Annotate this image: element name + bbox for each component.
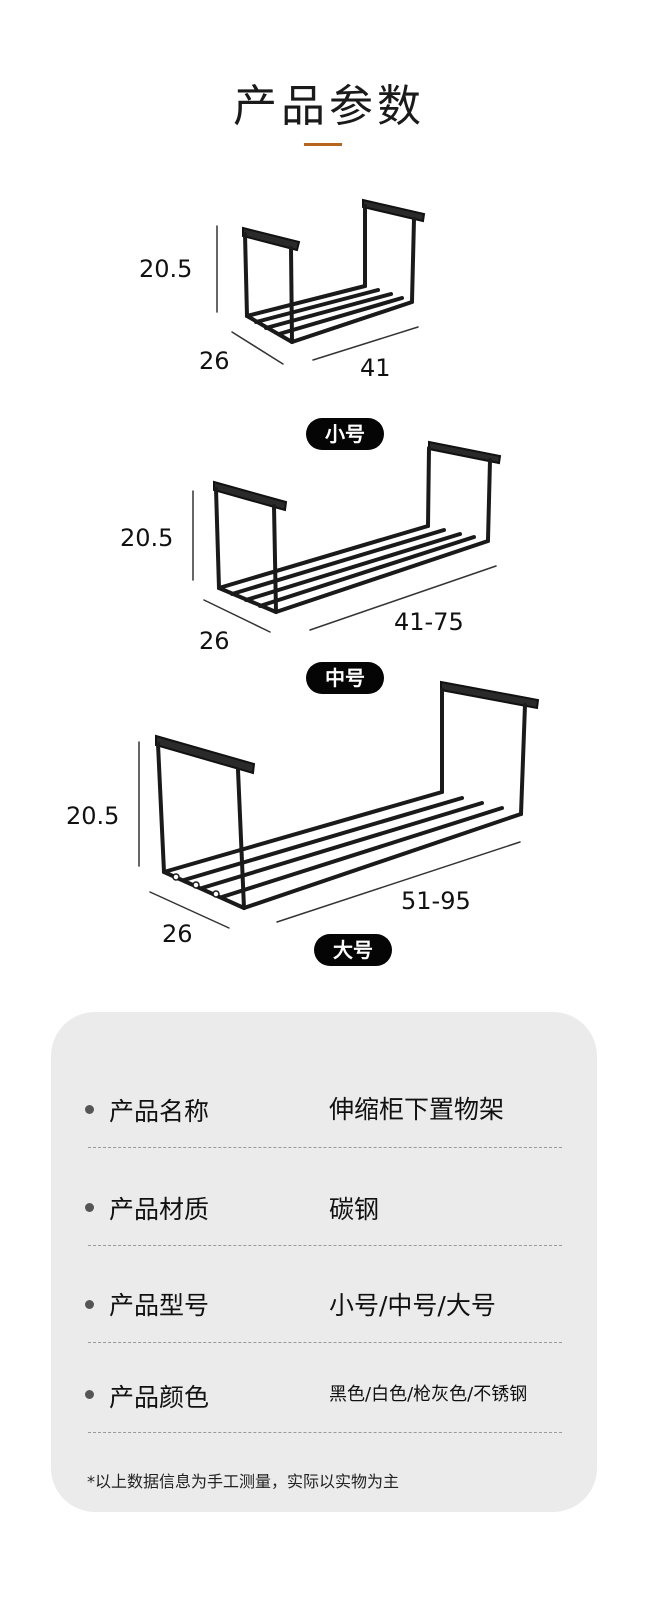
- spec-value: 黑色/白色/枪灰色/不锈钢: [329, 1384, 528, 1405]
- rack-small-illustration: [216, 198, 426, 365]
- spec-label: 产品材质: [109, 1195, 210, 1224]
- medium-depth-label: 26: [199, 627, 230, 655]
- page-title: 产品参数: [233, 81, 425, 132]
- bullet-icon: [85, 1390, 94, 1399]
- spec-value: 小号/中号/大号: [329, 1291, 496, 1320]
- spec-value: 伸缩柜下置物架: [329, 1095, 505, 1124]
- rack-medium-illustration: [192, 440, 502, 633]
- large-depth-label: 26: [162, 920, 193, 948]
- row-divider: [88, 1147, 562, 1148]
- bullet-icon: [85, 1203, 94, 1212]
- small-width-label: 41: [360, 354, 391, 382]
- large-height-label: 20.5: [66, 802, 120, 830]
- rack-large-illustration: [138, 680, 540, 929]
- row-divider: [88, 1432, 562, 1433]
- bullet-icon: [85, 1300, 94, 1309]
- measurement-note: *以上数据信息为手工测量，实际以实物为主: [87, 1472, 400, 1491]
- medium-height-label: 20.5: [120, 524, 174, 552]
- spec-label: 产品名称: [109, 1097, 210, 1126]
- small-height-label: 20.5: [139, 255, 193, 283]
- spec-label: 产品型号: [109, 1291, 210, 1320]
- size-badge-medium: 中号: [306, 662, 384, 694]
- large-width-label: 51-95: [401, 887, 471, 915]
- title-underline: [304, 143, 342, 146]
- bullet-icon: [85, 1105, 94, 1114]
- small-depth-label: 26: [199, 347, 230, 375]
- spec-value: 碳钢: [329, 1195, 380, 1224]
- medium-width-label: 41-75: [394, 608, 464, 636]
- row-divider: [88, 1342, 562, 1343]
- size-badge-small: 小号: [306, 418, 384, 450]
- row-divider: [88, 1245, 562, 1246]
- size-badge-large: 大号: [314, 934, 392, 966]
- spec-label: 产品颜色: [109, 1383, 210, 1412]
- spec-card: 产品名称 伸缩柜下置物架 产品材质 碳钢 产品型号 小号/中号/大号 产品颜色 …: [51, 1012, 597, 1512]
